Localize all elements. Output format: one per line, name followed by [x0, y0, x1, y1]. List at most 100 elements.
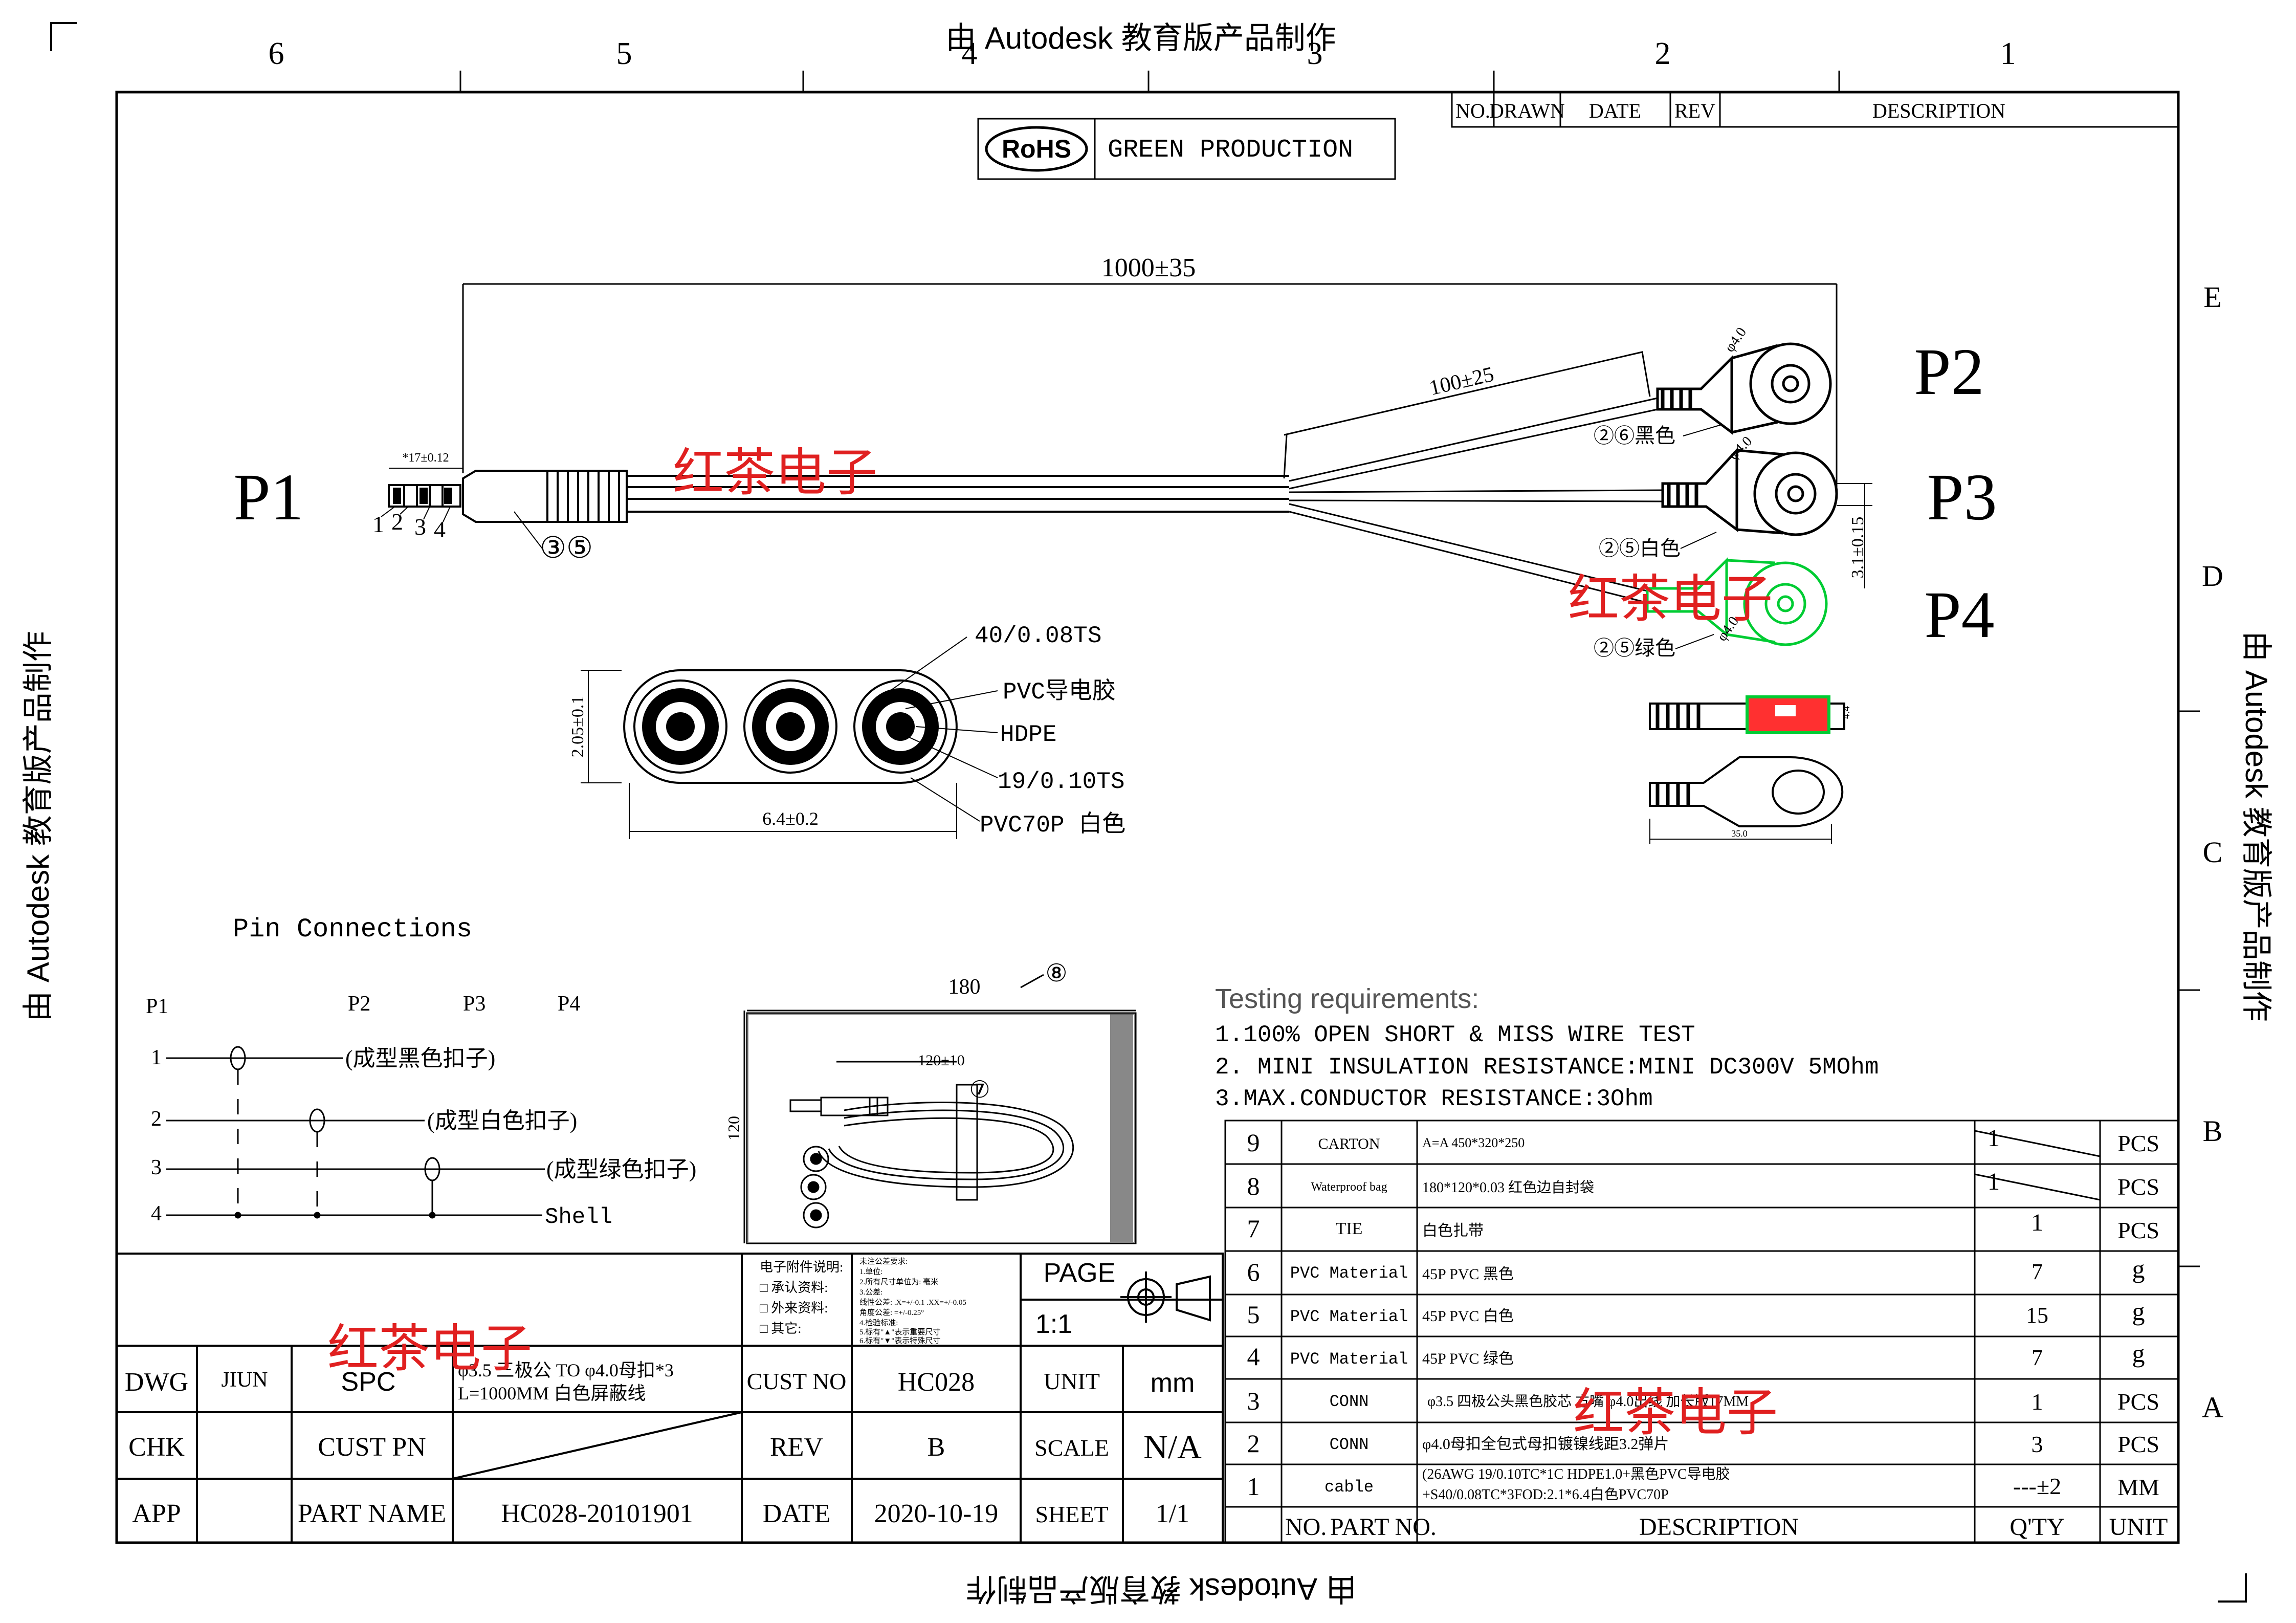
pin-connections: Pin Connections P1 P2 P3 P4 1 2 3 4	[146, 914, 696, 1230]
pin-row-4-number: 4	[151, 1202, 162, 1225]
date-value: 2020-10-19	[874, 1499, 999, 1528]
bom-row-3-part: CONN	[1330, 1392, 1369, 1411]
revision-header: NO. DRAWN DATE REV DESCRIPTION	[1451, 91, 2179, 128]
bom-row-3-unit: PCS	[2117, 1389, 2159, 1415]
zone-row-c: C	[2203, 836, 2223, 869]
zone-row-a: A	[2202, 1391, 2223, 1424]
bom-header-qty: Q'TY	[2010, 1514, 2064, 1541]
brand-watermark-2: 红茶电子	[1568, 569, 1773, 629]
package-plug	[789, 1096, 889, 1116]
snap-bottom-dimension: 35.0	[1731, 828, 1748, 839]
bom-row-2-desc: φ4.0母扣全包式母扣镀镍线距3.2弹片	[1422, 1436, 1669, 1453]
rev-header-rev: REV	[1674, 99, 1715, 122]
pin-row-1-number: 1	[151, 1046, 162, 1069]
app-label: APP	[132, 1499, 181, 1528]
p2-label: P2	[1914, 335, 1984, 409]
bom-row-5-part: PVC Material	[1290, 1307, 1408, 1326]
pin-label-1: 1	[372, 511, 384, 537]
pin-row-3-number: 3	[151, 1156, 162, 1179]
brand-watermark-3: 红茶电子	[327, 1319, 532, 1378]
rev-header-date: DATE	[1589, 99, 1641, 122]
scale-value: N/A	[1143, 1429, 1202, 1466]
pin-label-3: 3	[414, 514, 426, 540]
bom-row-4: 4 PVC Material 45P PVC 绿色 7 g	[1247, 1339, 2145, 1371]
bom-row-1-no: 1	[1247, 1472, 1260, 1501]
tol-8: 6.标有"▼"表示特殊尺寸	[859, 1336, 940, 1345]
zone-col-4: 4	[962, 36, 978, 71]
zone-col-2: 2	[1655, 36, 1671, 71]
bom-row-9-unit: PCS	[2117, 1130, 2159, 1156]
unit-value: mm	[1151, 1368, 1195, 1398]
rohs-green-production: GREEN PRODUCTION	[1108, 136, 1353, 165]
pin-row-4-label: Shell	[545, 1204, 612, 1230]
outer-shield-label: 40/0.08TS	[975, 623, 1101, 649]
bom-row-6-qty: 7	[2032, 1259, 2043, 1284]
pin-row-1-label: (成型黑色扣子)	[345, 1046, 495, 1071]
pin-connections-title: Pin Connections	[233, 914, 472, 945]
notes-box: 电子附件说明: □ 承认资料: □ 外来资料: □ 其它:	[760, 1260, 843, 1336]
jacket-label: PVC70P 白色	[980, 812, 1125, 839]
bom-row-1: 1 cable (26AWG 19/0.10TC*1C HDPE1.0+黑色PV…	[1247, 1466, 2159, 1503]
testing-title: Testing requirements:	[1215, 983, 1479, 1014]
snap-top-view	[1649, 756, 1844, 844]
cable-assembly: 1000±35 P1 *17±0.12 1 2 3 4	[233, 253, 1997, 844]
sheet-label: SHEET	[1035, 1501, 1108, 1527]
bom-row-5-desc: 45P PVC 白色	[1422, 1308, 1514, 1325]
bom-row-3: 3 CONN φ3.5 四极公头黑色胶芯 方嘴 φ4.0出线 加长版17MM 1…	[1247, 1387, 2159, 1415]
bom-row-5-unit: g	[2132, 1297, 2145, 1326]
scale-label: SCALE	[1034, 1435, 1109, 1461]
bom-row-6: 6 PVC Material 45P PVC 黑色 7 g	[1247, 1255, 2145, 1286]
bom-row-7-part: TIE	[1336, 1219, 1363, 1238]
autodesk-watermark-top: 由 Autodesk 教育版产品制作	[945, 21, 1336, 55]
bom-row-8-desc: 180*120*0.03 红色边自封袋	[1422, 1179, 1594, 1196]
snap-side-dimension: 4.4	[1841, 706, 1852, 719]
chk-label: CHK	[128, 1433, 185, 1462]
snap-side-view	[1649, 695, 1845, 734]
bom-row-6-desc: 45P PVC 黑色	[1422, 1266, 1514, 1283]
projection-symbol	[1120, 1271, 1211, 1323]
p2-snap-dia: φ4.0	[1721, 324, 1750, 355]
spc-label: SPC	[341, 1367, 396, 1397]
tol-2: 2.所有尺寸单位为: 毫米	[859, 1277, 938, 1286]
rev-header-drawn: DRAWN	[1489, 99, 1565, 122]
bom-row-1-desc: (26AWG 19/0.10TC*1C HDPE1.0+黑色PVC导电胶	[1422, 1466, 1730, 1482]
pin-row-3-label: (成型绿色扣子)	[546, 1157, 696, 1182]
rev-label: REV	[770, 1433, 823, 1462]
zone-col-5: 5	[616, 36, 632, 71]
bom-row-1-desc2: +S40/0.08TC*3FOD:2.1*6.4白色PVC70P	[1422, 1486, 1669, 1503]
bom-row-9-qty: 1	[1988, 1125, 2000, 1152]
bom-row-2-qty: 3	[2032, 1431, 2043, 1457]
autodesk-watermark-right: 由 Autodesk 教育版产品制作	[2239, 631, 2273, 1022]
corner-marks	[50, 22, 2247, 1603]
p2-callout: ②⑥黑色	[1594, 424, 1675, 447]
package-height: 120	[724, 1116, 743, 1141]
rev-value: B	[928, 1433, 945, 1462]
dwg-by: JIUN	[222, 1368, 268, 1392]
p4-callout: ②⑤绿色	[1594, 637, 1675, 660]
bom-row-8-unit: PCS	[2117, 1174, 2159, 1200]
zone-row-e: E	[2203, 280, 2221, 314]
zone-column-labels: 6 5 4 3 2 1	[269, 36, 2016, 71]
bom-row-2-part: CONN	[1330, 1435, 1369, 1454]
zone-col-3: 3	[1307, 36, 1323, 71]
tol-5: 角度公差: =+/-0.25°	[859, 1308, 924, 1317]
bom-row-4-qty: 7	[2032, 1345, 2043, 1370]
p3-callout: ②⑤白色	[1599, 537, 1681, 560]
bom-row-5: 5 PVC Material 45P PVC 白色 15 g	[1247, 1297, 2145, 1329]
bom-row-5-qty: 15	[2026, 1303, 2048, 1328]
bag-seal	[1110, 1014, 1133, 1242]
bom-row-9: 9 CARTON A=A 450*320*250 1 PCS	[1247, 1125, 2159, 1157]
bag-callout: ⑧	[1045, 960, 1067, 987]
bom-row-7: 7 TIE 白色扎带 1 PCS	[1247, 1209, 2159, 1243]
brand-watermark-4: 红茶电子	[1573, 1383, 1778, 1442]
bom-row-8: 8 Waterproof bag 180*120*0.03 红色边自封袋 1 P…	[1247, 1168, 2159, 1200]
rohs-label: RoHS	[1002, 135, 1071, 163]
p4-label: P4	[1924, 578, 1994, 652]
coil-dimension: 120±10	[918, 1052, 964, 1069]
conductor-label: 19/0.10TS	[998, 769, 1124, 795]
tol-1: 1.单位:	[859, 1267, 882, 1276]
section-height-dimension: 2.05±0.1	[568, 696, 587, 758]
notes-line-1: 电子附件说明:	[760, 1260, 843, 1275]
plug-body	[462, 470, 628, 523]
